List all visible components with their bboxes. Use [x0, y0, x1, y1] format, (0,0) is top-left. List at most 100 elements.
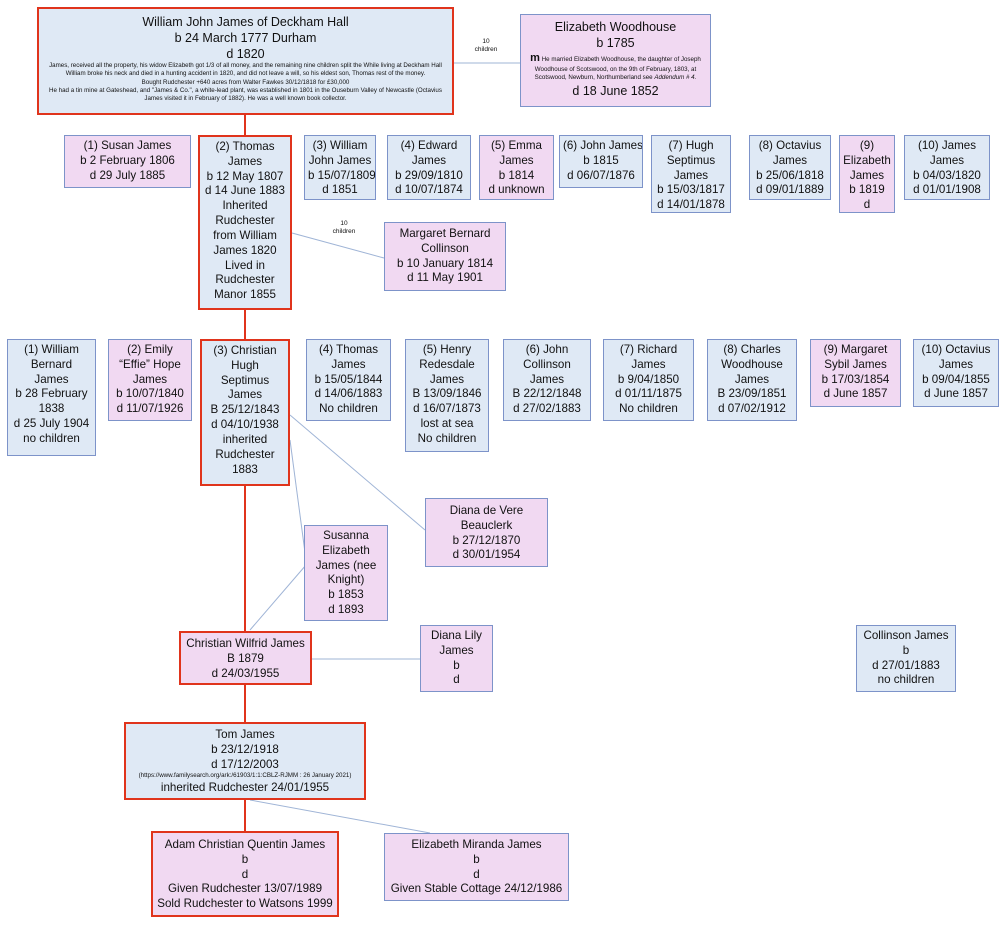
person-line: (8) Octavius — [758, 139, 822, 152]
person-line: inherited — [222, 432, 268, 446]
person-line: d unknown — [488, 183, 545, 197]
person-line: d 01/01/1908 — [913, 183, 981, 197]
person-line: B 25/12/1843 — [210, 403, 280, 417]
person-line: (10) James — [918, 139, 976, 152]
person-line: James — [411, 153, 447, 167]
person-line: B 22/12/1848 — [512, 387, 582, 401]
person-line: Collinson — [421, 241, 469, 255]
person-line: B 13/09/1846 — [412, 387, 482, 401]
person-line: d 11/07/1926 — [116, 402, 184, 416]
person-line: James — [938, 357, 974, 371]
person-line: b 1853 — [328, 588, 364, 602]
person-line: Rudchester — [215, 447, 275, 461]
person-line: James — [132, 372, 168, 386]
person-line: (6) John James — [563, 139, 643, 152]
william-note-2: Bought Rudchester +640 acres from Walter… — [141, 78, 350, 86]
william-name: William John James of Deckham Hall — [142, 15, 349, 29]
person-line: Rudchester — [215, 214, 275, 228]
person-line: Redesdale — [419, 357, 475, 371]
person-line: James — [34, 372, 69, 386]
person-line: (9) Margaret — [823, 343, 888, 356]
person-line: d 07/02/1912 — [718, 402, 786, 416]
person-line: Bernard — [30, 357, 73, 371]
person-line: 1883 — [232, 462, 258, 476]
person-line: d 10/07/1874 — [395, 183, 463, 197]
person-line: (5) Emma — [491, 139, 542, 152]
person-line: b 10 January 1814 — [396, 256, 494, 270]
person-line: James — [772, 153, 808, 167]
person-line: (1) William — [24, 343, 79, 356]
marriage-line-christian-diana — [289, 414, 426, 531]
person-line: No children — [319, 402, 378, 416]
person-william-john-james: William John James of Deckham Hall b 24 … — [37, 7, 454, 115]
person-line: d 27/02/1883 — [513, 402, 581, 416]
person-line: d 04/10/1938 — [211, 418, 279, 432]
person-line: Manor 1855 — [214, 288, 276, 302]
person-line: lost at sea — [420, 417, 474, 431]
person-line: d 14 June 1883 — [205, 184, 285, 198]
person-line: James (nee — [315, 558, 377, 572]
person-line: b 17/03/1854 — [821, 372, 890, 386]
person-line: b 29/09/1810 — [395, 168, 463, 182]
person-line: Rudchester — [215, 273, 275, 287]
person-line: no children — [877, 673, 935, 687]
ew-died: d 18 June 1852 — [572, 83, 659, 98]
person-line: Hugh — [231, 358, 259, 372]
person-line: James — [227, 154, 263, 168]
person-line: James 1820 — [213, 243, 277, 257]
person-line: (2) Emily — [127, 343, 173, 356]
person-line: (8) Charles — [723, 343, 781, 356]
person-line: d 16/07/1873 — [413, 402, 481, 416]
person-line: b 15/07/1809 — [308, 168, 376, 182]
ew-name: Elizabeth Woodhouse — [554, 20, 677, 34]
person-line: No children — [417, 431, 477, 445]
person-line: d 14/06/1883 — [314, 387, 383, 401]
person-line: b 10/07/1840 — [116, 387, 184, 401]
person-line: Diana Lily — [431, 629, 482, 642]
ew-m: m — [530, 52, 540, 64]
person-line: d 1851 — [322, 183, 358, 197]
person-line: Woodhouse — [721, 357, 783, 371]
person-line: d 01/11/1875 — [615, 387, 682, 401]
person-line: d 1893 — [328, 603, 364, 617]
person-tom-james: Tom James b 23/12/1918 d 17/12/2003 (htt… — [124, 722, 366, 800]
person-line: Susanna — [323, 529, 369, 542]
william-died: d 1820 — [226, 47, 265, 61]
person-line: 1838 — [38, 402, 65, 416]
person-line: Elizabeth — [843, 153, 891, 167]
person-line: b 15/03/1817 — [657, 183, 725, 197]
person-line: (10) Octavius — [921, 343, 991, 356]
person-line: b 1814 — [498, 168, 535, 182]
ew-born: b 1785 — [596, 36, 635, 50]
person-line: b — [453, 658, 460, 672]
person-line: (7) Richard — [619, 343, 678, 356]
person-line: (1) Susan James — [83, 139, 172, 152]
link-line-tom-elizabeth — [249, 799, 431, 834]
person-line: d 25 July 1904 — [13, 417, 90, 431]
ew-note: m He married Elizabeth Woodhouse, the da… — [530, 52, 701, 82]
person-line: Septimus — [666, 153, 716, 167]
tom-name: Tom James — [215, 728, 275, 741]
person-line: (2) Thomas — [215, 140, 275, 153]
person-line: b 12 May 1807 — [206, 169, 284, 183]
person-line: Sybil James — [824, 357, 887, 371]
person-line: Septimus — [220, 373, 270, 387]
person-line: James — [429, 372, 465, 386]
person-line: James — [673, 168, 709, 182]
